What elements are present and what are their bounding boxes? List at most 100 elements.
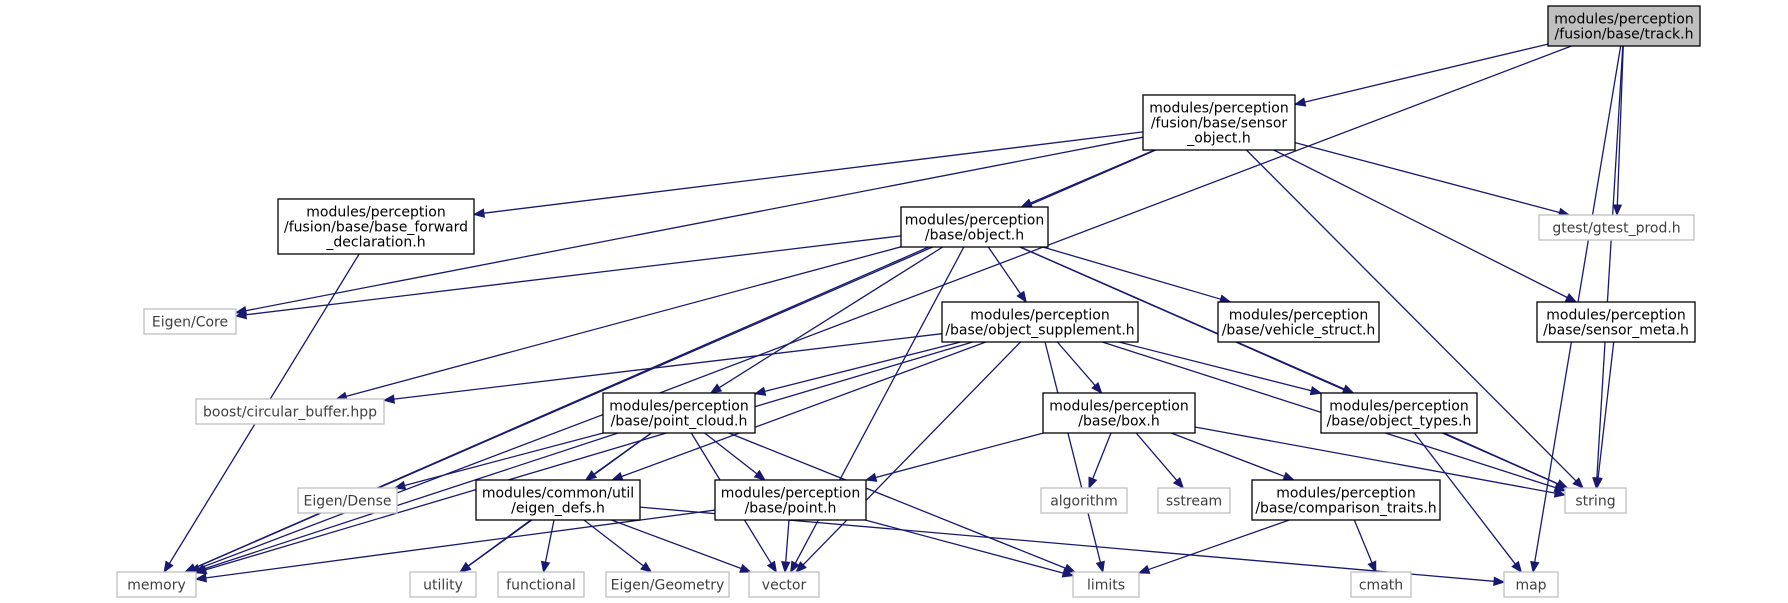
node-label: boost/circular_buffer.hpp bbox=[203, 405, 377, 421]
node-functional: functional bbox=[497, 571, 585, 598]
edge-track-h-to-gtest-prod-h bbox=[1612, 45, 1624, 217]
edge-arrowhead bbox=[1095, 560, 1105, 574]
edge-line bbox=[794, 246, 965, 564]
node-memory: memory bbox=[116, 571, 197, 598]
edge-arrowhead bbox=[194, 573, 208, 583]
node-label: /base/vehicle_struct.h bbox=[1222, 323, 1376, 339]
node-label: sstream bbox=[1166, 494, 1222, 510]
edge-sensor-object-h-to-sensor-meta-h bbox=[1273, 149, 1578, 303]
edge-line bbox=[203, 432, 619, 570]
node-label: memory bbox=[127, 578, 186, 594]
edge-arrowhead bbox=[584, 470, 598, 481]
node-box-h[interactable]: modules/perception/base/box.h bbox=[1042, 392, 1196, 434]
edge-point-h-to-vector bbox=[781, 519, 791, 574]
node-box bbox=[143, 308, 237, 335]
node-label: /fusion/base/sensor bbox=[1151, 116, 1288, 132]
edge-point-cloud-h-to-memory bbox=[193, 432, 619, 574]
node-eigen-defs-h[interactable]: modules/common/util/eigen_defs.h bbox=[475, 479, 641, 521]
edge-line bbox=[1030, 149, 1155, 204]
edge-line bbox=[544, 519, 555, 563]
node-label: /fusion/base/base_forward bbox=[284, 220, 468, 236]
node-label: utility bbox=[423, 578, 463, 594]
node-object-h[interactable]: modules/perception/base/object.h bbox=[900, 206, 1049, 248]
node-label: modules/perception bbox=[905, 213, 1044, 229]
node-label: algorithm bbox=[1050, 494, 1118, 510]
node-base-forward-declaration-h[interactable]: modules/perception/fusion/base/base_forw… bbox=[277, 198, 475, 255]
node-label: modules/perception bbox=[1329, 399, 1468, 415]
node-box bbox=[1251, 479, 1441, 521]
node-cmath: cmath bbox=[1350, 571, 1412, 598]
edge-line bbox=[593, 432, 652, 475]
edge-arrowhead bbox=[1293, 97, 1307, 107]
edge-sensor-object-h-to-string bbox=[1245, 149, 1584, 489]
node-box bbox=[1040, 487, 1128, 514]
edge-comparison-traits-h-to-limits bbox=[1137, 519, 1290, 574]
edge-sensor-object-h-to-object-h bbox=[1020, 149, 1155, 208]
node-vector: vector bbox=[748, 571, 820, 598]
node-label: /base/point_cloud.h bbox=[611, 414, 748, 430]
edge-arrowhead bbox=[1282, 471, 1296, 481]
edge-line bbox=[345, 246, 902, 398]
edge-object-supplement-h-to-vector bbox=[795, 341, 1021, 573]
edge-arrowhead bbox=[610, 471, 624, 481]
node-label: Eigen/Core bbox=[152, 315, 228, 331]
node-box bbox=[195, 398, 385, 425]
node-utility: utility bbox=[409, 571, 477, 598]
edge-arrowhead bbox=[1493, 576, 1506, 586]
node-circular-buffer-hpp: boost/circular_buffer.hpp bbox=[195, 398, 385, 425]
edge-line bbox=[1443, 432, 1559, 485]
edge-arrowhead bbox=[382, 394, 395, 404]
node-label: /fusion/base/track.h bbox=[1555, 27, 1694, 43]
node-box bbox=[1320, 392, 1478, 434]
node-label: /base/comparison_traits.h bbox=[1255, 501, 1436, 517]
nodes-layer: modules/perception/fusion/base/track.hmo… bbox=[116, 5, 1701, 598]
edge-line bbox=[1135, 432, 1178, 481]
node-point-cloud-h[interactable]: modules/perception/base/point_cloud.h bbox=[602, 392, 756, 434]
node-box bbox=[1538, 214, 1695, 241]
edge-arrowhead bbox=[1016, 290, 1027, 304]
edge-line bbox=[1044, 341, 1102, 563]
edge-line bbox=[802, 341, 1021, 566]
node-box bbox=[1564, 487, 1627, 514]
edge-arrowhead bbox=[1553, 488, 1567, 498]
node-object-types-h[interactable]: modules/perception/base/object_types.h bbox=[1320, 392, 1478, 434]
node-track-h[interactable]: modules/perception/fusion/base/track.h bbox=[1547, 5, 1701, 47]
edge-box-h-to-sstream bbox=[1135, 432, 1185, 490]
node-box bbox=[1042, 392, 1196, 434]
node-label: modules/perception bbox=[1149, 101, 1288, 117]
node-gtest-prod-h: gtest/gtest_prod.h bbox=[1538, 214, 1695, 241]
node-box bbox=[1547, 5, 1701, 47]
edge-eigen-defs-h-to-eigen-geometry bbox=[583, 519, 653, 573]
node-box bbox=[1217, 301, 1380, 343]
edge-line bbox=[1596, 45, 1624, 479]
node-box bbox=[497, 571, 585, 598]
edge-track-h-to-string bbox=[1592, 45, 1624, 490]
edge-line bbox=[1413, 432, 1516, 565]
edge-line bbox=[611, 519, 742, 570]
edge-line bbox=[198, 45, 1572, 570]
node-sensor-meta-h[interactable]: modules/perception/base/sensor_meta.h bbox=[1536, 301, 1696, 343]
node-label: modules/perception bbox=[609, 399, 748, 415]
node-point-h[interactable]: modules/perception/base/point.h bbox=[714, 479, 867, 521]
node-label: functional bbox=[506, 578, 576, 594]
node-label: cmath bbox=[1359, 578, 1403, 594]
edge-arrowhead bbox=[1564, 293, 1578, 303]
node-label: map bbox=[1515, 578, 1546, 594]
edge-arrowhead bbox=[1020, 198, 1033, 208]
node-comparison-traits-h[interactable]: modules/perception/base/comparison_trait… bbox=[1251, 479, 1441, 521]
edge-arrowhead bbox=[709, 383, 723, 394]
node-sensor-object-h[interactable]: modules/perception/fusion/base/sensor_ob… bbox=[1142, 94, 1296, 151]
edge-line bbox=[1170, 432, 1285, 478]
node-vehicle-struct-h[interactable]: modules/perception/base/vehicle_struct.h bbox=[1217, 301, 1380, 343]
node-eigen-core: Eigen/Core bbox=[143, 308, 237, 335]
edge-sensor-object-h-to-gtest-prod-h bbox=[1294, 141, 1571, 217]
node-object-supplement-h[interactable]: modules/perception/base/object_supplemen… bbox=[941, 301, 1139, 343]
node-limits: limits bbox=[1072, 571, 1140, 598]
node-box bbox=[605, 571, 730, 598]
edge-arrowhead bbox=[193, 564, 207, 574]
edge-eigen-defs-h-to-vector bbox=[611, 519, 752, 573]
node-label: /base/sensor_meta.h bbox=[1543, 323, 1689, 339]
node-box bbox=[297, 487, 398, 514]
node-label: Eigen/Geometry bbox=[611, 578, 725, 594]
